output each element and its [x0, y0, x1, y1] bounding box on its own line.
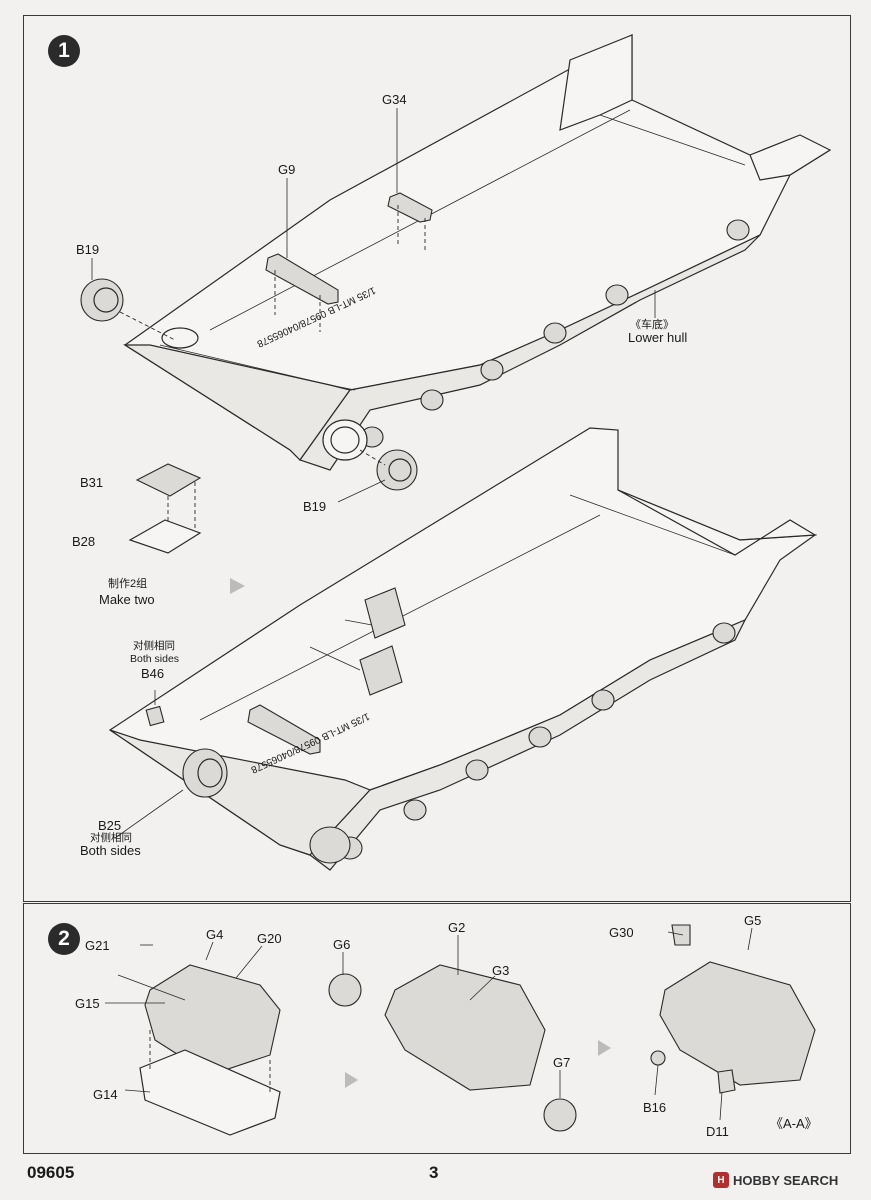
- lower-hull-top-view: [80, 33, 832, 503]
- label-g30: G30: [609, 925, 634, 940]
- label-g15: G15: [75, 996, 100, 1011]
- hobby-search-text: HOBBY SEARCH: [733, 1172, 839, 1188]
- label-both-sides-cn-2: 对侧相同: [90, 832, 132, 844]
- label-lower-hull-cn: 《车底》: [630, 319, 674, 331]
- label-g20: G20: [257, 931, 282, 946]
- label-b31: B31: [80, 475, 104, 490]
- transmission-assembly-2: [328, 935, 577, 1132]
- label-b46: B46: [141, 666, 165, 681]
- label-b28: B28: [72, 534, 96, 549]
- step2-frame: [23, 903, 851, 1154]
- label-section-a-a: 《A-A》: [770, 1116, 818, 1131]
- label-make-two-en: Make two: [99, 592, 155, 607]
- hobby-search-icon: H: [713, 1172, 729, 1188]
- product-code: 09605: [27, 1163, 75, 1182]
- label-g14: G14: [93, 1087, 118, 1102]
- label-b19-bottom: B19: [303, 499, 327, 514]
- step-2-badge: 2: [48, 923, 80, 955]
- label-g21: G21: [85, 938, 110, 953]
- label-d11: D11: [706, 1124, 729, 1139]
- label-g2: G2: [448, 920, 466, 935]
- label-lower-hull-en: Lower hull: [628, 330, 688, 345]
- label-g34: G34: [382, 92, 407, 107]
- label-b16: B16: [643, 1100, 667, 1115]
- label-b25: B25: [98, 818, 122, 833]
- label-g7: G7: [553, 1055, 571, 1070]
- label-both-sides-en-2: Both sides: [80, 843, 141, 858]
- transmission-assembly-1: [105, 941, 281, 1136]
- step1-frame: [23, 15, 851, 902]
- label-g3: G3: [492, 963, 510, 978]
- label-b19-top: B19: [76, 242, 100, 257]
- label-make-two-cn: 制作2组: [108, 578, 148, 590]
- page-number: 3: [429, 1163, 439, 1182]
- label-g4: G4: [206, 927, 224, 942]
- label-g9: G9: [278, 162, 296, 177]
- lower-hull-bottom-view: [108, 427, 818, 871]
- hobby-search-watermark: H HOBBY SEARCH: [713, 1172, 838, 1188]
- label-both-sides-en-1: Both sides: [130, 653, 180, 665]
- step-1-badge: 1: [48, 35, 80, 67]
- label-g5: G5: [744, 913, 762, 928]
- transmission-assembly-3: [650, 924, 816, 1121]
- step-arrows: [230, 578, 611, 1088]
- label-both-sides-cn-1: 对侧相同: [133, 640, 175, 652]
- label-g6: G6: [333, 937, 351, 952]
